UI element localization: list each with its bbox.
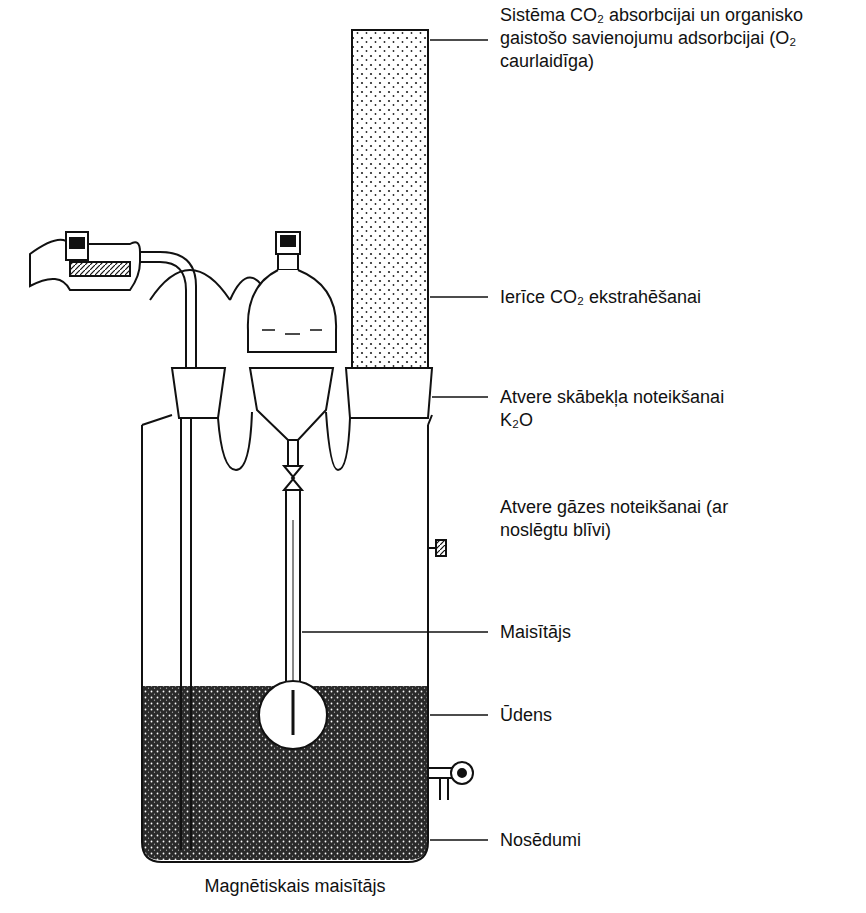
callout-label: Atvere skābekļa noteikšanai K₂O	[500, 386, 762, 432]
callout-label: Nosēdumi	[500, 829, 830, 852]
leader-lines	[302, 40, 488, 840]
callout-label: Sistēma CO₂ absorbcijai un organisko gai…	[500, 4, 850, 73]
callout-label: Ierīce CO₂ ekstrahēšanai	[500, 286, 830, 309]
callout-label: Maisītājs	[500, 621, 830, 644]
vessel	[30, 30, 473, 862]
callout-label: Atvere gāzes noteikšanai (ar noslēgtu bl…	[500, 496, 762, 542]
callout-label: Ūdens	[500, 704, 830, 727]
caption-label: Magnētiskais maisītājs	[160, 875, 430, 898]
